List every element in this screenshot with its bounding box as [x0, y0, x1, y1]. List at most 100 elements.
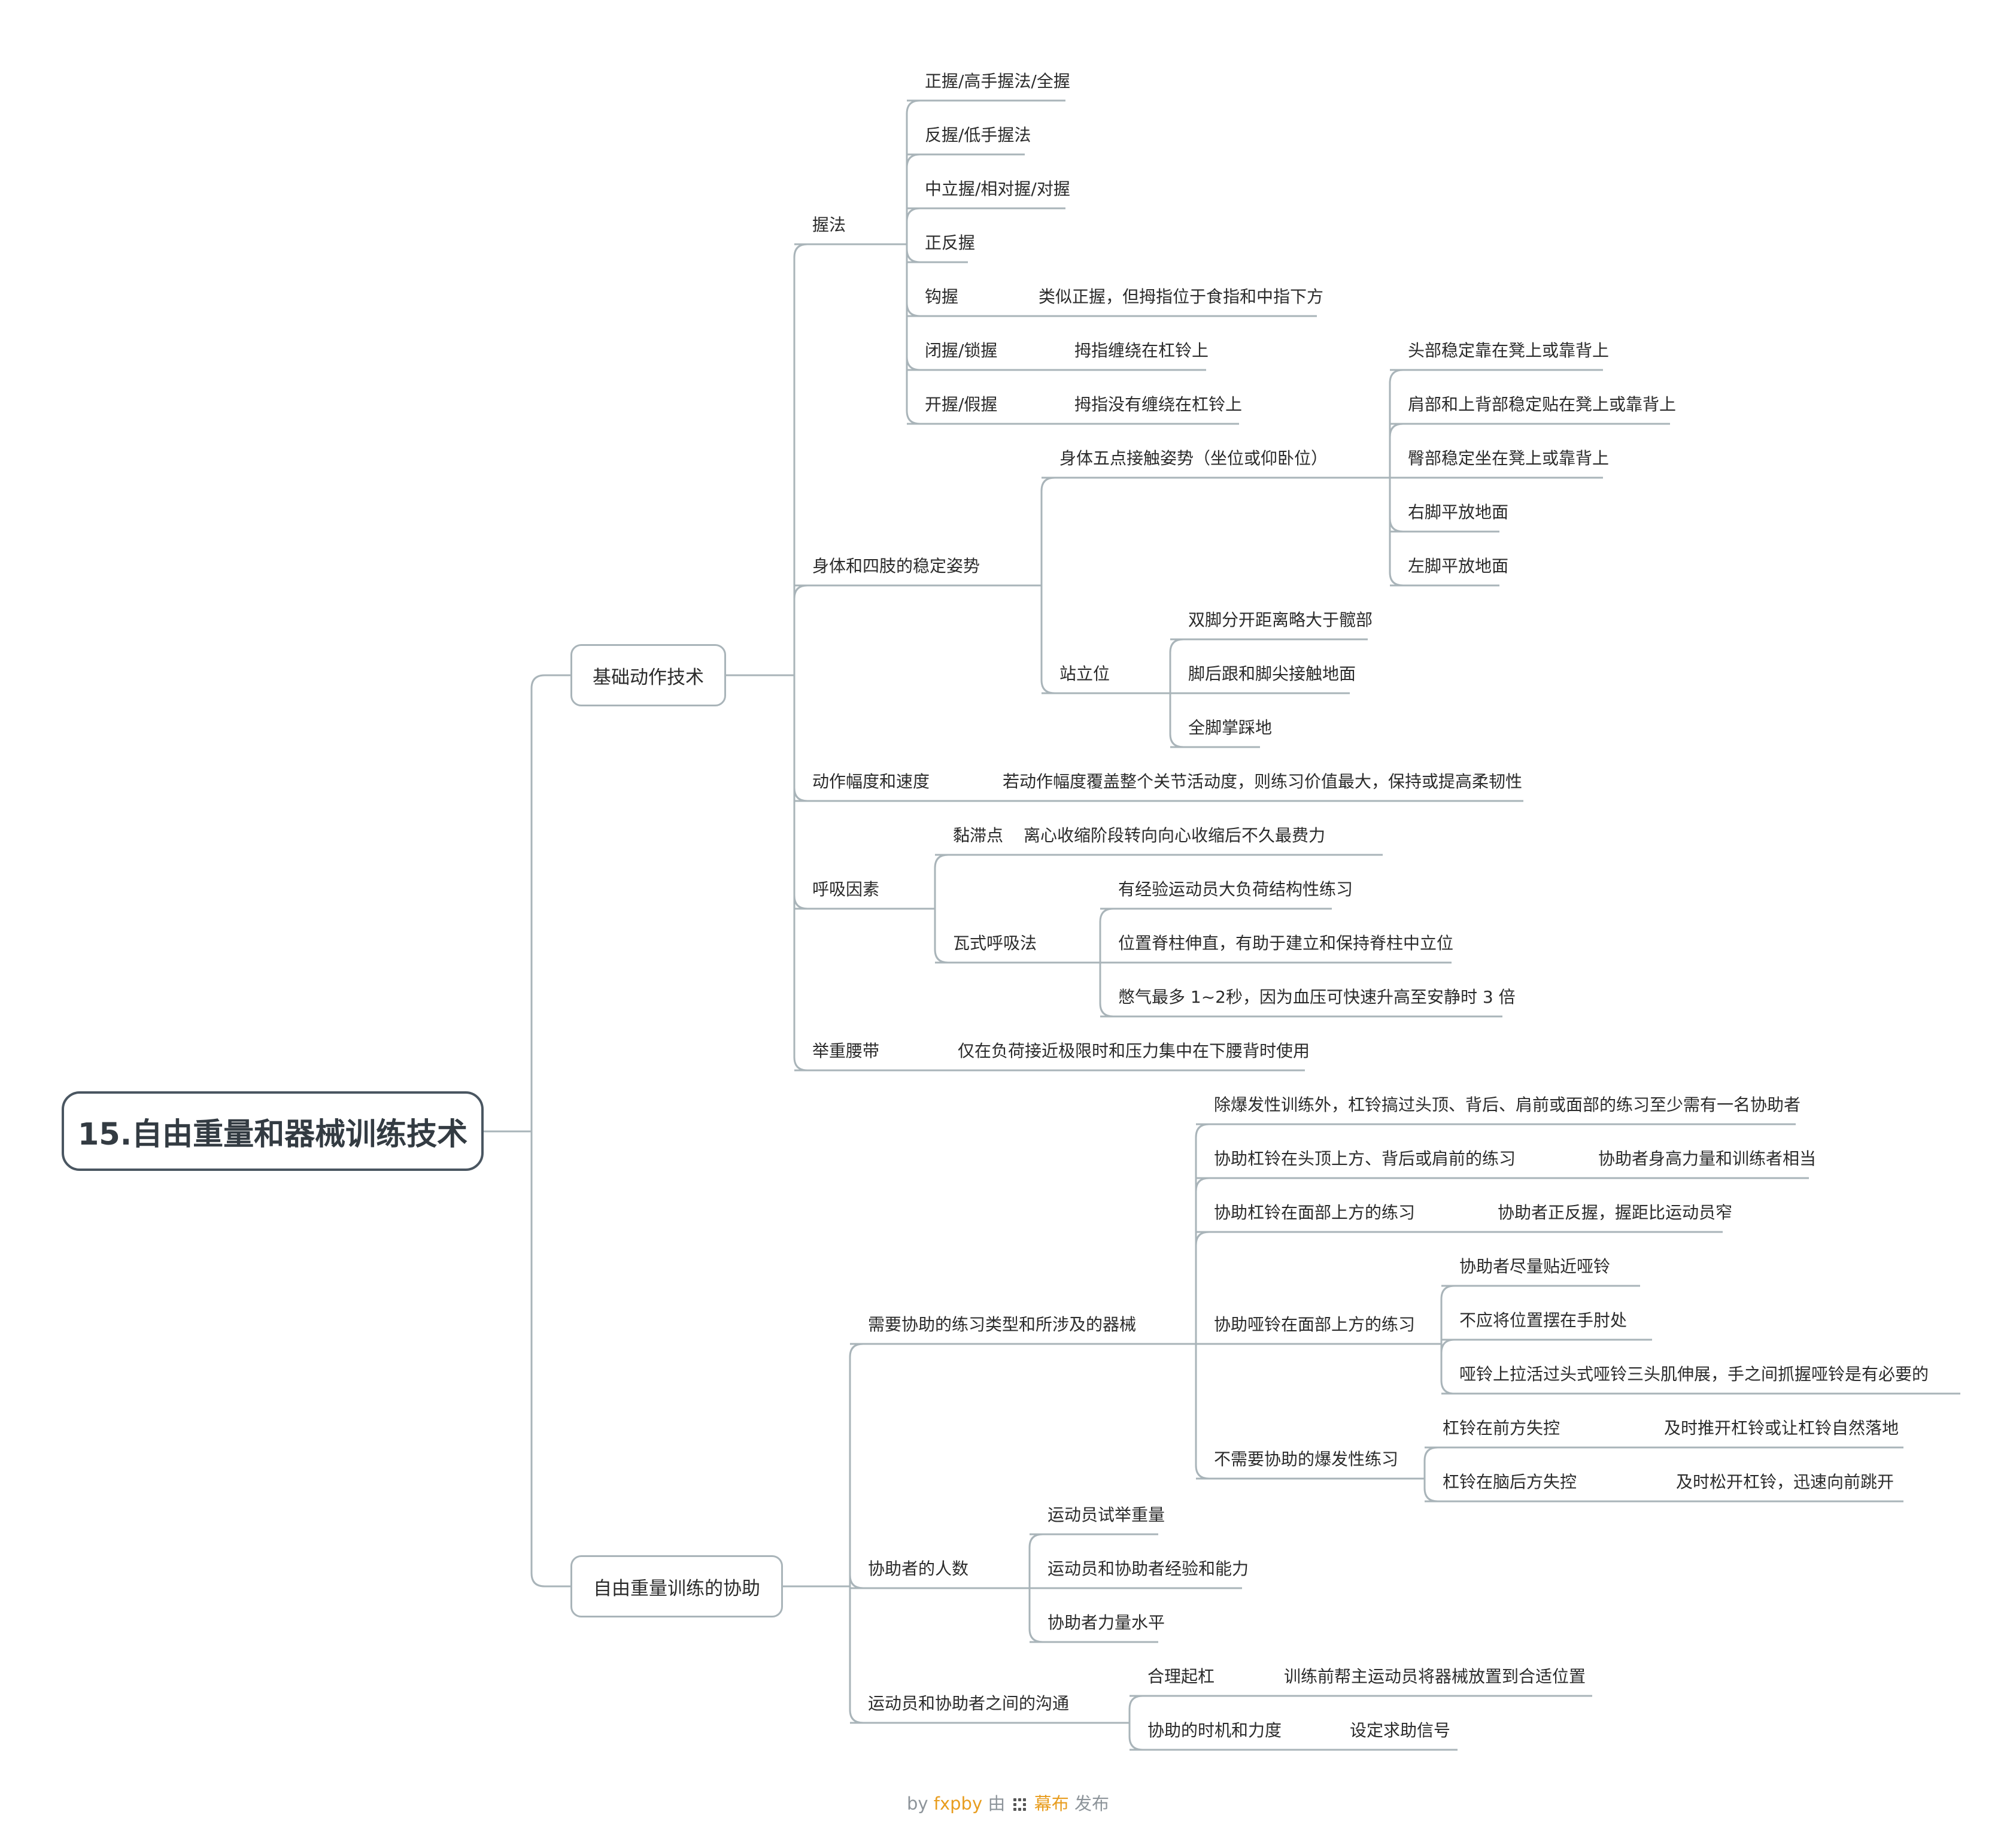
topic-node[interactable]: 杠铃在前方失控 [1443, 1418, 1560, 1438]
connector-curve [1028, 1533, 1043, 1548]
topic-node[interactable]: 黏滞点 [953, 825, 1004, 845]
topic-node[interactable]: 瓦式呼吸法 [953, 933, 1037, 953]
connector-curve [1440, 1380, 1455, 1395]
topic-node[interactable]: 全脚掌踩地 [1188, 718, 1273, 738]
footer-by: by [906, 1793, 928, 1814]
connector-curve [906, 410, 921, 425]
topic-node[interactable]: 协助哑铃在面部上方的练习 [1214, 1315, 1416, 1334]
topic-node[interactable]: 运动员和协助者之间的沟通 [868, 1694, 1070, 1713]
topic-node[interactable]: 运动员和协助者经验和能力 [1048, 1559, 1249, 1579]
footer-brand[interactable]: 幕布 [1034, 1793, 1069, 1814]
topic-node[interactable]: 哑铃上拉活过头式哑铃三头肌伸展，手之间抓握哑铃是有必要的 [1459, 1364, 1929, 1384]
topic-node[interactable]: 训练前帮主运动员将器械放置到合适位置 [1284, 1667, 1586, 1686]
topic-node[interactable]: 需要协助的练习类型和所涉及的器械 [868, 1315, 1137, 1334]
topic-node[interactable]: 不应将位置摆在手肘处 [1459, 1310, 1628, 1330]
connector-curve [906, 302, 921, 317]
connector-curve [530, 674, 570, 689]
connector-curve [1389, 572, 1404, 587]
topic-node[interactable]: 离心收缩阶段转向向心收缩后不久最费力 [1024, 825, 1326, 845]
topic-node[interactable]: 站立位 [1059, 664, 1110, 684]
topic-node[interactable]: 呼吸因素 [812, 879, 880, 899]
topic-node[interactable]: 握法 [812, 215, 846, 235]
topic-node[interactable]: 位置脊柱伸直，有助于建立和保持脊柱中立位 [1118, 933, 1454, 953]
connector-curve [1040, 477, 1055, 491]
topic-node[interactable]: 闭握/锁握 [925, 341, 998, 360]
topic-node[interactable]: 协助者尽量贴近哑铃 [1459, 1257, 1611, 1276]
connector-curve [934, 854, 949, 869]
topic-node[interactable]: 协助者正反握，握距比运动员窄 [1498, 1203, 1733, 1222]
connector-curve [1099, 908, 1114, 922]
topic-node[interactable]: 协助者身高力量和训练者相当 [1598, 1149, 1817, 1169]
topic-node[interactable]: 协助者力量水平 [1048, 1613, 1165, 1632]
connector-curve [530, 1573, 570, 1588]
topic-node[interactable]: 除爆发性训练外，杠铃搞过头顶、背后、肩前或面部的练习至少需有一名协助者 [1214, 1095, 1801, 1115]
connector-curve [793, 243, 808, 258]
topic-node[interactable]: 拇指缠绕在杠铃上 [1074, 341, 1209, 360]
topic-node[interactable]: 杠铃在脑后方失控 [1443, 1472, 1577, 1492]
connector-curve [849, 1709, 864, 1724]
connector-curve [1195, 1231, 1210, 1246]
topic-node[interactable]: 若动作幅度覆盖整个关节活动度，则练习价值最大，保持或提高柔韧性 [1003, 772, 1523, 791]
connector-curve [906, 207, 921, 222]
connector-curve [1195, 1465, 1210, 1480]
connector-curve [1099, 1003, 1114, 1018]
connector-curve [1028, 1628, 1043, 1643]
topic-node[interactable]: 类似正握，但拇指位于食指和中指下方 [1039, 287, 1324, 306]
connector-curve [1423, 1446, 1438, 1461]
footer-author[interactable]: fxpby [933, 1793, 983, 1814]
branch-topic[interactable]: 基础动作技术 [570, 644, 726, 706]
connector-curve [1389, 518, 1404, 533]
topic-node[interactable]: 身体五点接触姿势（坐位或仰卧位） [1059, 448, 1328, 468]
topic-node[interactable]: 臀部稳定坐在凳上或靠背上 [1408, 448, 1610, 468]
topic-node[interactable]: 设定求助信号 [1350, 1720, 1451, 1740]
connector-curve [793, 895, 808, 910]
topic-node[interactable]: 反握/低手握法 [925, 125, 1031, 145]
connector-curve [849, 1343, 864, 1358]
topic-node[interactable]: 开握/假握 [925, 394, 998, 414]
connector-curve [1040, 679, 1055, 694]
topic-node[interactable]: 协助杠铃在头顶上方、背后或肩前的练习 [1214, 1149, 1516, 1169]
connector-curve [1440, 1339, 1455, 1353]
topic-node[interactable]: 运动员试举重量 [1048, 1505, 1165, 1525]
topic-node[interactable]: 拇指没有缠绕在杠铃上 [1074, 394, 1243, 414]
connector-curve [849, 1574, 864, 1589]
connector-curve [1389, 369, 1404, 384]
topic-node[interactable]: 举重腰带 [812, 1041, 880, 1061]
connector-curve [906, 248, 921, 263]
topic-node[interactable]: 正反握 [925, 233, 976, 253]
topic-node[interactable]: 脚后跟和脚尖接触地面 [1188, 664, 1356, 684]
topic-node[interactable]: 有经验运动员大负荷结构性练习 [1118, 879, 1353, 899]
topic-node[interactable]: 中立握/相对握/对握 [925, 179, 1070, 199]
topic-node[interactable]: 钩握 [925, 287, 959, 306]
connector-curve [1389, 423, 1404, 438]
branch-topic[interactable]: 自由重量训练的协助 [570, 1555, 783, 1617]
footer-mid: 由 [988, 1793, 1006, 1814]
topic-node[interactable]: 双脚分开距离略大于髋部 [1188, 610, 1373, 630]
topic-node[interactable]: 憋气最多 1~2秒，因为血压可快速升高至安静时 3 倍 [1118, 987, 1516, 1007]
topic-node[interactable]: 协助杠铃在面部上方的练习 [1214, 1203, 1416, 1222]
footer-suffix: 发布 [1074, 1793, 1110, 1814]
footer: by fxpby 由 幕布 发布 [0, 1790, 2016, 1815]
topic-node[interactable]: 正握/高手握法/全握 [925, 71, 1070, 91]
connector-curve [1128, 1695, 1143, 1710]
topic-node[interactable]: 仅在负荷接近极限时和压力集中在下腰背时使用 [958, 1041, 1310, 1061]
topic-node[interactable]: 协助的时机和力度 [1147, 1720, 1282, 1740]
topic-node[interactable]: 及时松开杠铃，迅速向前跳开 [1676, 1472, 1894, 1492]
topic-node[interactable]: 左脚平放地面 [1408, 556, 1509, 576]
topic-node[interactable]: 协助者的人数 [868, 1559, 969, 1579]
topic-node[interactable]: 合理起杠 [1147, 1667, 1215, 1686]
topic-node[interactable]: 右脚平放地面 [1408, 502, 1509, 522]
connector-curve [934, 949, 949, 964]
topic-node[interactable]: 不需要协助的爆发性练习 [1214, 1449, 1399, 1469]
connector-curve [1195, 1177, 1210, 1192]
topic-node[interactable]: 动作幅度和速度 [812, 772, 930, 791]
topic-node[interactable]: 头部稳定靠在凳上或靠背上 [1408, 341, 1610, 360]
topic-node[interactable]: 肩部和上背部稳定贴在凳上或靠背上 [1408, 394, 1677, 414]
connector-curve [1423, 1488, 1438, 1503]
connector-curve [793, 1057, 808, 1072]
topic-node[interactable]: 及时推开杠铃或让杠铃自然落地 [1664, 1418, 1899, 1438]
topic-node[interactable]: 身体和四肢的稳定姿势 [812, 556, 980, 576]
connector-curve [793, 787, 808, 802]
root-topic[interactable]: 15.自由重量和器械训练技术 [62, 1091, 484, 1171]
connector-curve [1169, 733, 1184, 748]
